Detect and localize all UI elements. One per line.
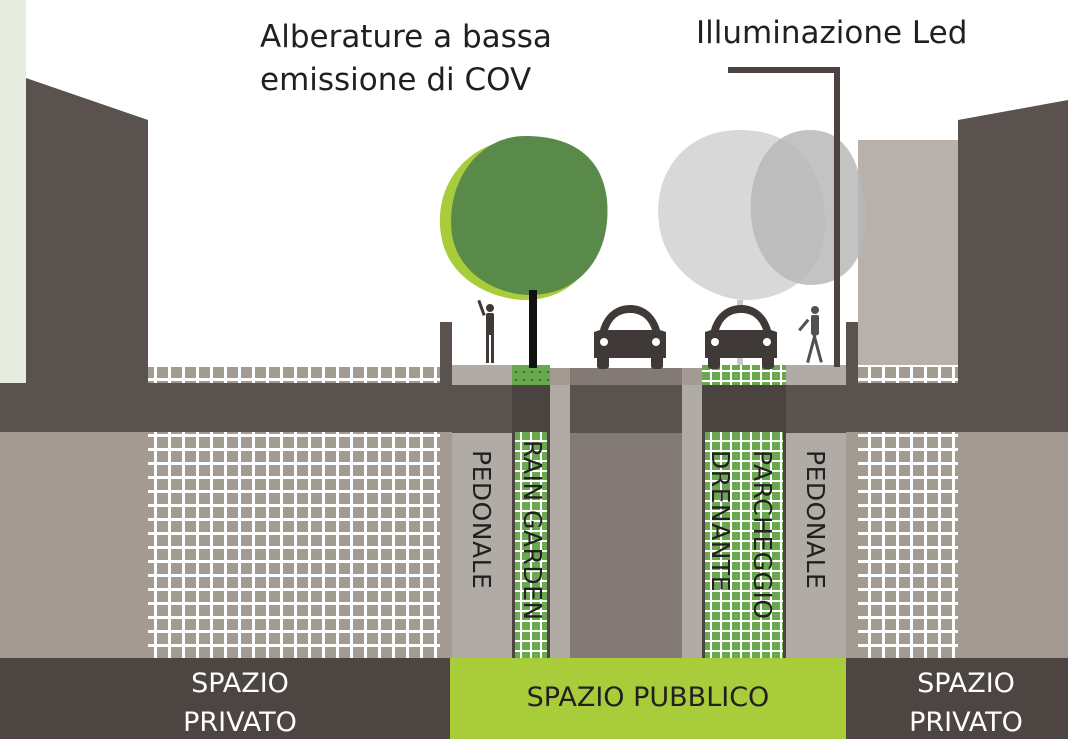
- road-upper: [570, 385, 682, 433]
- led-pole-arm: [728, 67, 840, 73]
- right-building: [958, 100, 1068, 432]
- person-right: [798, 306, 823, 364]
- curb-left: [550, 368, 570, 385]
- led-label: Illuminazione Led: [696, 15, 968, 51]
- left-sidewalk-surface: [452, 365, 512, 385]
- left-ped-upper: [452, 385, 512, 433]
- right-ped-upper: [786, 385, 846, 433]
- trees-label: Alberature a bassa emissione di COV: [260, 19, 552, 98]
- private-right-label: SPAZIO PRIVATO: [909, 668, 1023, 738]
- right-private-grid: [858, 432, 958, 658]
- left-private-grid: [148, 432, 440, 658]
- tree-trunk: [529, 290, 537, 368]
- road-surface: [570, 368, 682, 385]
- left-fence: [148, 365, 440, 383]
- led-pole: [834, 67, 840, 367]
- left-wall: [440, 322, 452, 384]
- parcheggio-label: PARCHEGGIO: [748, 450, 777, 620]
- tree-crown: [451, 136, 608, 295]
- right-building-back: [858, 140, 958, 385]
- right-fence: [858, 365, 958, 383]
- public-label: SPAZIO PUBBLICO: [526, 682, 770, 713]
- car-2: [705, 305, 777, 369]
- pedonale-right-label: PEDONALE: [801, 450, 830, 590]
- rain-garden-surface: [512, 365, 550, 385]
- rain-garden-column: [515, 432, 547, 658]
- right-sidewalk-surface: [786, 365, 846, 385]
- parking-column: [705, 432, 783, 658]
- left-building: [26, 78, 148, 432]
- parking-surface: [702, 365, 786, 385]
- private-left-label: SPAZIO PRIVATO: [183, 668, 297, 738]
- pedonale-left-label: PEDONALE: [467, 450, 496, 590]
- right-wall: [846, 322, 858, 384]
- faded-tree-2: [750, 130, 866, 285]
- person-left: [477, 299, 494, 363]
- car-1: [594, 305, 666, 369]
- curb-right-column: [682, 385, 702, 658]
- drenante-label: DRENANTE: [706, 450, 735, 592]
- rain-garden-label: RAIN GARDEN: [518, 440, 547, 621]
- public-band: [450, 658, 846, 739]
- curb-right: [682, 368, 702, 385]
- curb-left-column: [550, 385, 570, 658]
